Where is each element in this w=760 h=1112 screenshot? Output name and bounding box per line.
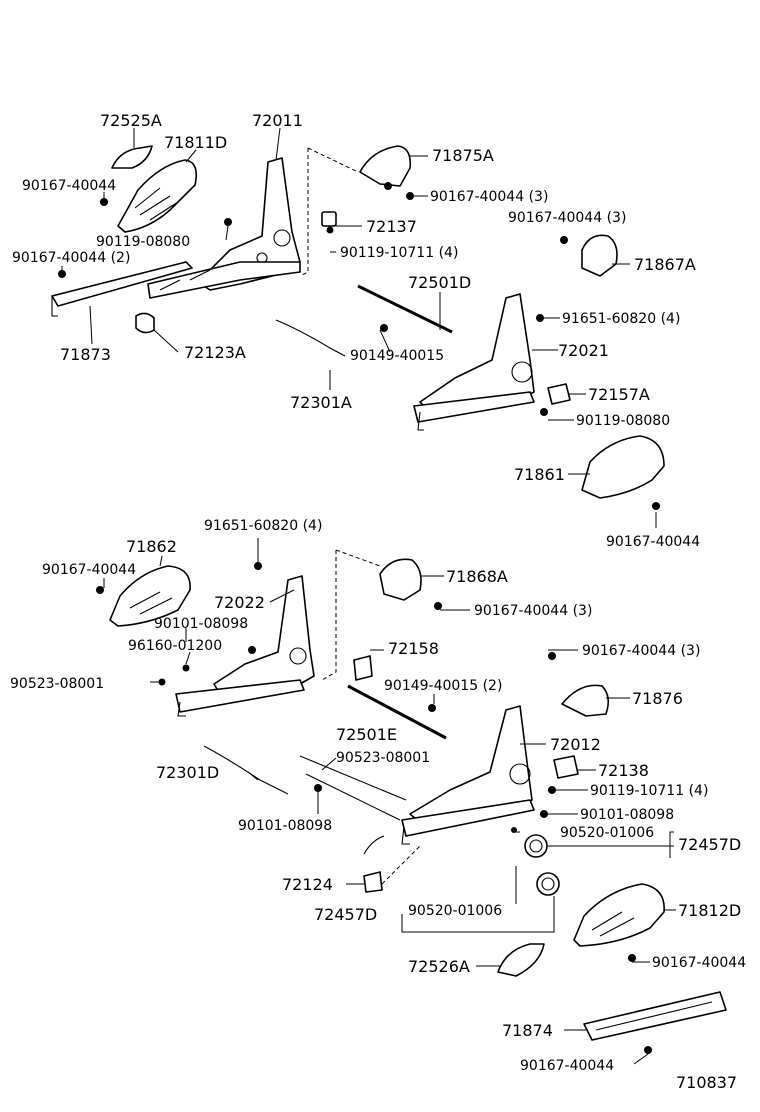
label-72022: 72022 xyxy=(214,593,265,612)
label-72124: 72124 xyxy=(282,875,333,894)
label-71867a: 71867A xyxy=(634,255,696,274)
part-72157a-clip xyxy=(547,383,571,405)
label-72301d: 72301D xyxy=(156,763,219,782)
label-72501e: 72501E xyxy=(336,725,397,744)
label-90167-40044-a: 90167-40044 xyxy=(22,178,116,194)
part-71873-rail xyxy=(51,261,193,307)
label-90523-08001-b: 90523-08001 xyxy=(336,750,430,766)
label-90167-40044-e: 90167-40044 xyxy=(520,1058,614,1074)
label-71875a: 71875A xyxy=(432,146,494,165)
bolt-icons-lower xyxy=(96,562,652,1054)
label-72138: 72138 xyxy=(598,761,649,780)
label-71876: 71876 xyxy=(632,689,683,708)
part-labels: 72525A 71811D 72011 71875A 90167-40044 9… xyxy=(10,111,746,1092)
part-71811d-shield xyxy=(117,159,198,233)
label-90167-40044-d: 90167-40044 xyxy=(652,955,746,971)
part-71861-shield xyxy=(581,435,665,499)
label-90520-01006-a: 90520-01006 xyxy=(560,825,654,841)
part-71875a-cover xyxy=(359,145,412,187)
label-90101-08098-a: 90101-08098 xyxy=(154,616,248,632)
label-72301a: 72301A xyxy=(290,393,352,412)
label-72457d-a: 72457D xyxy=(678,835,741,854)
part-72011-frame xyxy=(197,157,301,291)
label-71873: 71873 xyxy=(60,345,111,364)
label-72021: 72021 xyxy=(558,341,609,360)
label-90119-10711-4-a: 90119-10711 (4) xyxy=(340,245,458,261)
label-72158: 72158 xyxy=(388,639,439,658)
label-71812d: 71812D xyxy=(678,901,741,920)
part-72124-clip xyxy=(363,871,383,893)
label-90167-40044-3-c: 90167-40044 (3) xyxy=(474,603,592,619)
leader-lines xyxy=(61,127,676,1065)
label-71868a: 71868A xyxy=(446,567,508,586)
part-72123a-knob xyxy=(135,312,155,334)
label-72501d: 72501D xyxy=(408,273,471,292)
label-90149-40015-2: 90149-40015 (2) xyxy=(384,678,502,694)
part-72137-clip xyxy=(321,211,337,227)
label-90523-08001-a: 90523-08001 xyxy=(10,676,104,692)
label-71861: 71861 xyxy=(514,465,565,484)
part-72301a-cable xyxy=(275,319,346,357)
label-90119-08080-a: 90119-08080 xyxy=(96,234,190,250)
part-71862-shield xyxy=(109,565,191,627)
diagram-id: 710837 xyxy=(676,1073,737,1092)
part-72525a-cover xyxy=(111,145,153,169)
part-71812d-shield xyxy=(573,883,665,947)
label-90119-10711-4-b: 90119-10711 (4) xyxy=(590,783,708,799)
label-72457d-b: 72457D xyxy=(314,905,377,924)
label-72123a: 72123A xyxy=(184,343,246,362)
label-90167-40044-3-d: 90167-40044 (3) xyxy=(582,643,700,659)
label-71862: 71862 xyxy=(126,537,177,556)
label-90167-40044-c: 90167-40044 xyxy=(42,562,136,578)
part-72501d-rod xyxy=(357,284,453,334)
label-90149-40015: 90149-40015 xyxy=(350,348,444,364)
part-72526a-cover xyxy=(497,943,545,977)
part-72457d-knob-lower xyxy=(536,872,560,896)
label-72157a: 72157A xyxy=(588,385,650,404)
label-90101-08098-c: 90101-08098 xyxy=(238,818,332,834)
part-72301d-cable xyxy=(203,745,289,795)
label-90119-08080-b: 90119-08080 xyxy=(576,413,670,429)
label-90167-40044-2: 90167-40044 (2) xyxy=(12,250,130,266)
label-72137: 72137 xyxy=(366,217,417,236)
label-90520-01006-b: 90520-01006 xyxy=(408,903,502,919)
label-90167-40044-b: 90167-40044 xyxy=(606,534,700,550)
label-71811d: 71811D xyxy=(164,133,227,152)
part-71868a-cover xyxy=(379,558,422,601)
part-72138-clip xyxy=(553,755,579,779)
label-71874: 71874 xyxy=(502,1021,553,1040)
label-96160-01200: 96160-01200 xyxy=(128,638,222,654)
part-72158-clip xyxy=(353,655,373,681)
part-72501e-rod xyxy=(347,684,447,740)
label-91651-60820-4-b: 91651-60820 (4) xyxy=(204,518,322,534)
label-90167-40044-3-a: 90167-40044 (3) xyxy=(430,189,548,205)
label-91651-60820-4-a: 91651-60820 (4) xyxy=(562,311,680,327)
label-72526a: 72526A xyxy=(408,957,470,976)
part-72457d-knob-upper xyxy=(524,834,548,858)
part-71876-cover xyxy=(561,684,610,717)
label-90101-08098-b: 90101-08098 xyxy=(580,807,674,823)
label-90167-40044-3-b: 90167-40044 (3) xyxy=(508,210,626,226)
part-71867a-cover xyxy=(581,234,618,277)
label-72012: 72012 xyxy=(550,735,601,754)
label-72011: 72011 xyxy=(252,111,303,130)
label-72525a: 72525A xyxy=(100,111,162,130)
